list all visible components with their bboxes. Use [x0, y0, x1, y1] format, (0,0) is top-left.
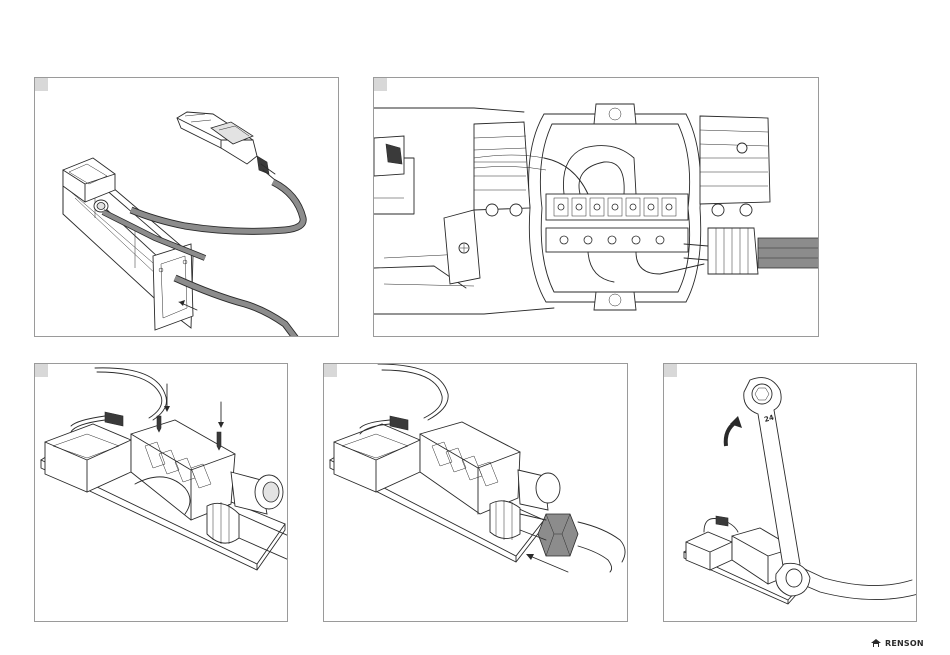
illustration-terminal-block: [374, 78, 819, 337]
arrow-down-icon: [218, 402, 224, 428]
illustration-fix-screws: [35, 364, 288, 622]
step-panel-5: 24: [663, 363, 917, 622]
illustration-insert-gland: [324, 364, 628, 622]
step-panel-1: [34, 77, 339, 337]
step-panel-4: [323, 363, 628, 622]
illustration-tighten-wrench: 24: [664, 364, 917, 622]
renson-logo-icon: [870, 638, 882, 648]
step-panel-3: [34, 363, 288, 622]
brand-logo: RENSON: [870, 637, 924, 649]
brand-name: RENSON: [885, 639, 924, 648]
step-panel-2: [373, 77, 819, 337]
arrow-down-icon: [164, 384, 170, 412]
illustration-cable-routing: [35, 78, 339, 337]
rotate-arrow-icon: [726, 416, 742, 446]
arrow-icon: [526, 554, 568, 572]
